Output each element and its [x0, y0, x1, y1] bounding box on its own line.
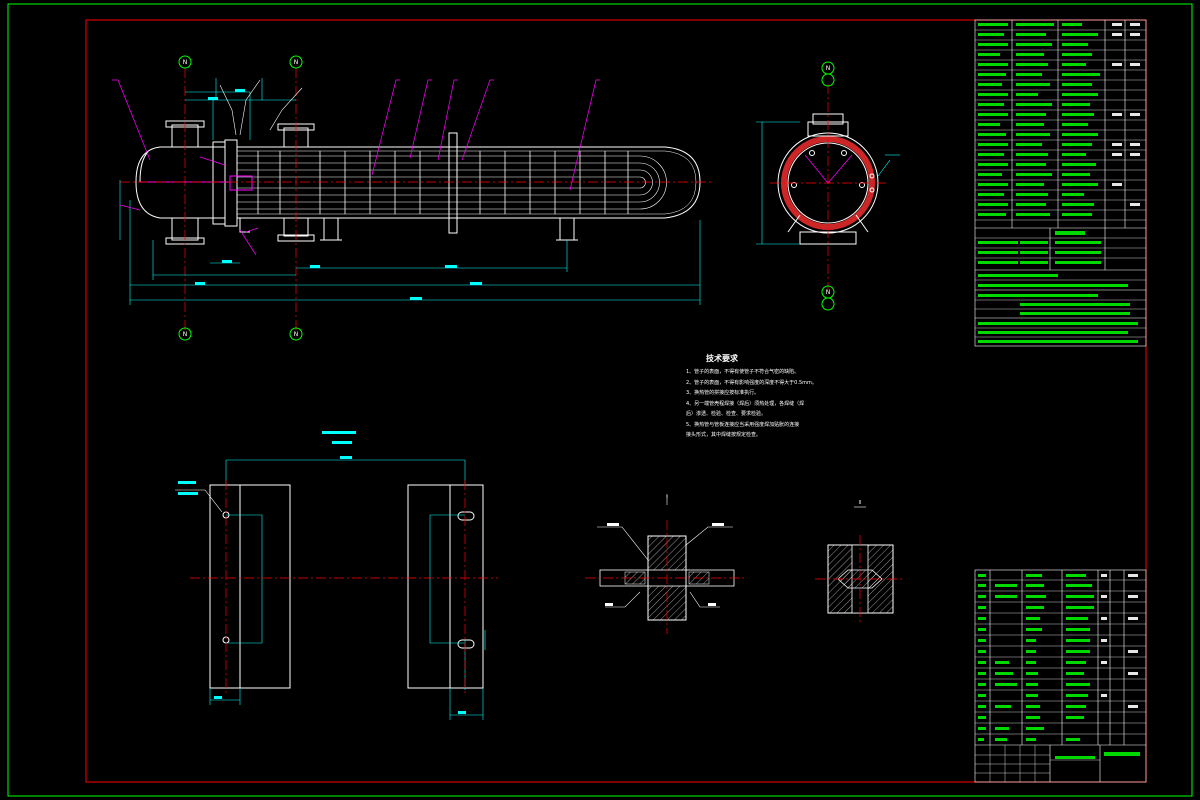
detail-I-marks — [605, 523, 724, 606]
main-dimensions — [119, 78, 701, 305]
pass-partition — [140, 175, 253, 191]
parts-list-rows — [975, 579, 1146, 782]
detail-I — [585, 495, 745, 634]
part-balloon-icon — [178, 55, 303, 341]
parts-list — [974, 569, 1147, 783]
tech-note: 3、换热管的拼接应按标准执行。 — [686, 390, 760, 396]
baffles — [257, 151, 629, 214]
tech-note: 1、管子的表面，不得有使管子不符合气密的缺陷。 — [686, 369, 800, 375]
plate-centerlines — [190, 480, 498, 695]
detail-II — [815, 506, 905, 625]
side-axis-top: N — [826, 65, 831, 72]
title-block-top-rows — [975, 29, 1146, 338]
side-centerlines — [770, 84, 886, 290]
tube-bundle — [237, 155, 667, 210]
tech-note: 后）渗透、检验、检查、要求检验。 — [686, 411, 767, 417]
side-axis-bottom: N — [826, 289, 831, 296]
axis-label-top-left: N — [183, 59, 188, 66]
side-view-radials — [804, 154, 853, 184]
main-view — [135, 120, 701, 245]
axis-label-bottom-left: N — [183, 331, 188, 338]
inner-frame — [85, 19, 1147, 783]
detail-II-label: II — [859, 500, 862, 506]
parts-list-white-marks — [1101, 574, 1138, 708]
plate-leaders — [175, 489, 223, 513]
side-dimensions — [756, 121, 900, 245]
title-block-top — [974, 19, 1147, 347]
tech-note: 2、管子的表面，不得有影响强度的深度不得大于0.5mm。 — [686, 379, 814, 386]
title-block-text-marks — [978, 23, 1138, 343]
detail-I-label: I — [666, 494, 667, 500]
tech-note: 5、换热管与管板连接应当采用强度焊加贴胀的连接 — [686, 421, 800, 428]
axis-label-top-right: N — [294, 59, 299, 66]
main-leaders — [112, 79, 600, 256]
plate-inner-lines — [209, 459, 486, 720]
plate-label-marks — [178, 431, 466, 714]
tech-note: 4、另一端管壳程焊接（焊后）须热处理，各焊缝（焊 — [686, 400, 805, 407]
tech-requirements-notes: 1、管子的表面，不得有使管子不符合气密的缺陷。 2、管子的表面，不得有影响强度的… — [686, 367, 814, 441]
outer-frame — [7, 3, 1193, 797]
tech-note: 接头形式，其中焊缝按规定检查。 — [686, 432, 762, 438]
title-block-white-marks — [1112, 23, 1140, 206]
axis-label-bottom-right: N — [294, 331, 299, 338]
side-balloons — [821, 61, 835, 311]
tech-requirements-title: 技术要求 — [706, 354, 738, 363]
dimension-values — [195, 89, 482, 300]
leaders-white — [219, 79, 303, 136]
main-centerlines — [120, 68, 712, 330]
plate-views — [209, 484, 484, 689]
parts-list-text-marks — [978, 574, 1140, 759]
